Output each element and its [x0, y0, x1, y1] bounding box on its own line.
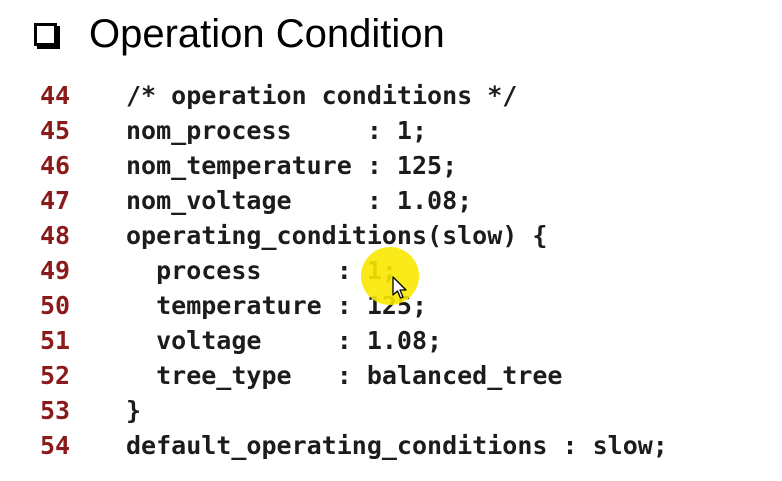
code-line: 49 process : 1;	[40, 253, 668, 288]
line-number: 45	[40, 116, 71, 145]
line-number: 51	[40, 326, 71, 355]
code-text: process : 1;	[126, 256, 397, 285]
code-text: operating_conditions(slow) {	[126, 221, 548, 250]
code-line: 44 /* operation conditions */	[40, 78, 668, 113]
line-number: 48	[40, 221, 71, 250]
code-block: 44 /* operation conditions */ 45 nom_pro…	[40, 78, 668, 463]
line-number: 53	[40, 396, 71, 425]
code-line: 51 voltage : 1.08;	[40, 323, 668, 358]
line-number: 47	[40, 186, 71, 215]
line-number: 46	[40, 151, 71, 180]
cursor-highlight	[361, 247, 419, 305]
code-line: 54 default_operating_conditions : slow;	[40, 428, 668, 463]
code-text: nom_temperature : 125;	[126, 151, 458, 180]
line-number: 49	[40, 256, 71, 285]
code-text: temperature : 125;	[126, 291, 428, 320]
code-text: voltage : 1.08;	[126, 326, 443, 355]
code-text: /* operation conditions */	[126, 81, 518, 110]
line-number: 52	[40, 361, 71, 390]
slide-title: Operation Condition	[89, 12, 445, 56]
code-text: nom_process : 1;	[126, 116, 428, 145]
checkbox-bullet-icon	[34, 22, 57, 46]
code-line: 47 nom_voltage : 1.08;	[40, 183, 668, 218]
mouse-cursor-icon	[392, 276, 407, 299]
code-line: 53 }	[40, 393, 668, 428]
code-text: default_operating_conditions : slow;	[126, 431, 668, 460]
title-row: Operation Condition	[22, 12, 445, 56]
code-line: 48 operating_conditions(slow) {	[40, 218, 668, 253]
code-line: 45 nom_process : 1;	[40, 113, 668, 148]
code-line: 50 temperature : 125;	[40, 288, 668, 323]
line-number: 54	[40, 431, 71, 460]
line-number: 44	[40, 81, 71, 110]
code-text: }	[126, 396, 142, 425]
code-text: nom_voltage : 1.08;	[126, 186, 473, 215]
code-line: 52 tree_type : balanced_tree	[40, 358, 668, 393]
code-text: tree_type : balanced_tree	[126, 361, 563, 390]
code-line: 46 nom_temperature : 125;	[40, 148, 668, 183]
line-number: 50	[40, 291, 71, 320]
